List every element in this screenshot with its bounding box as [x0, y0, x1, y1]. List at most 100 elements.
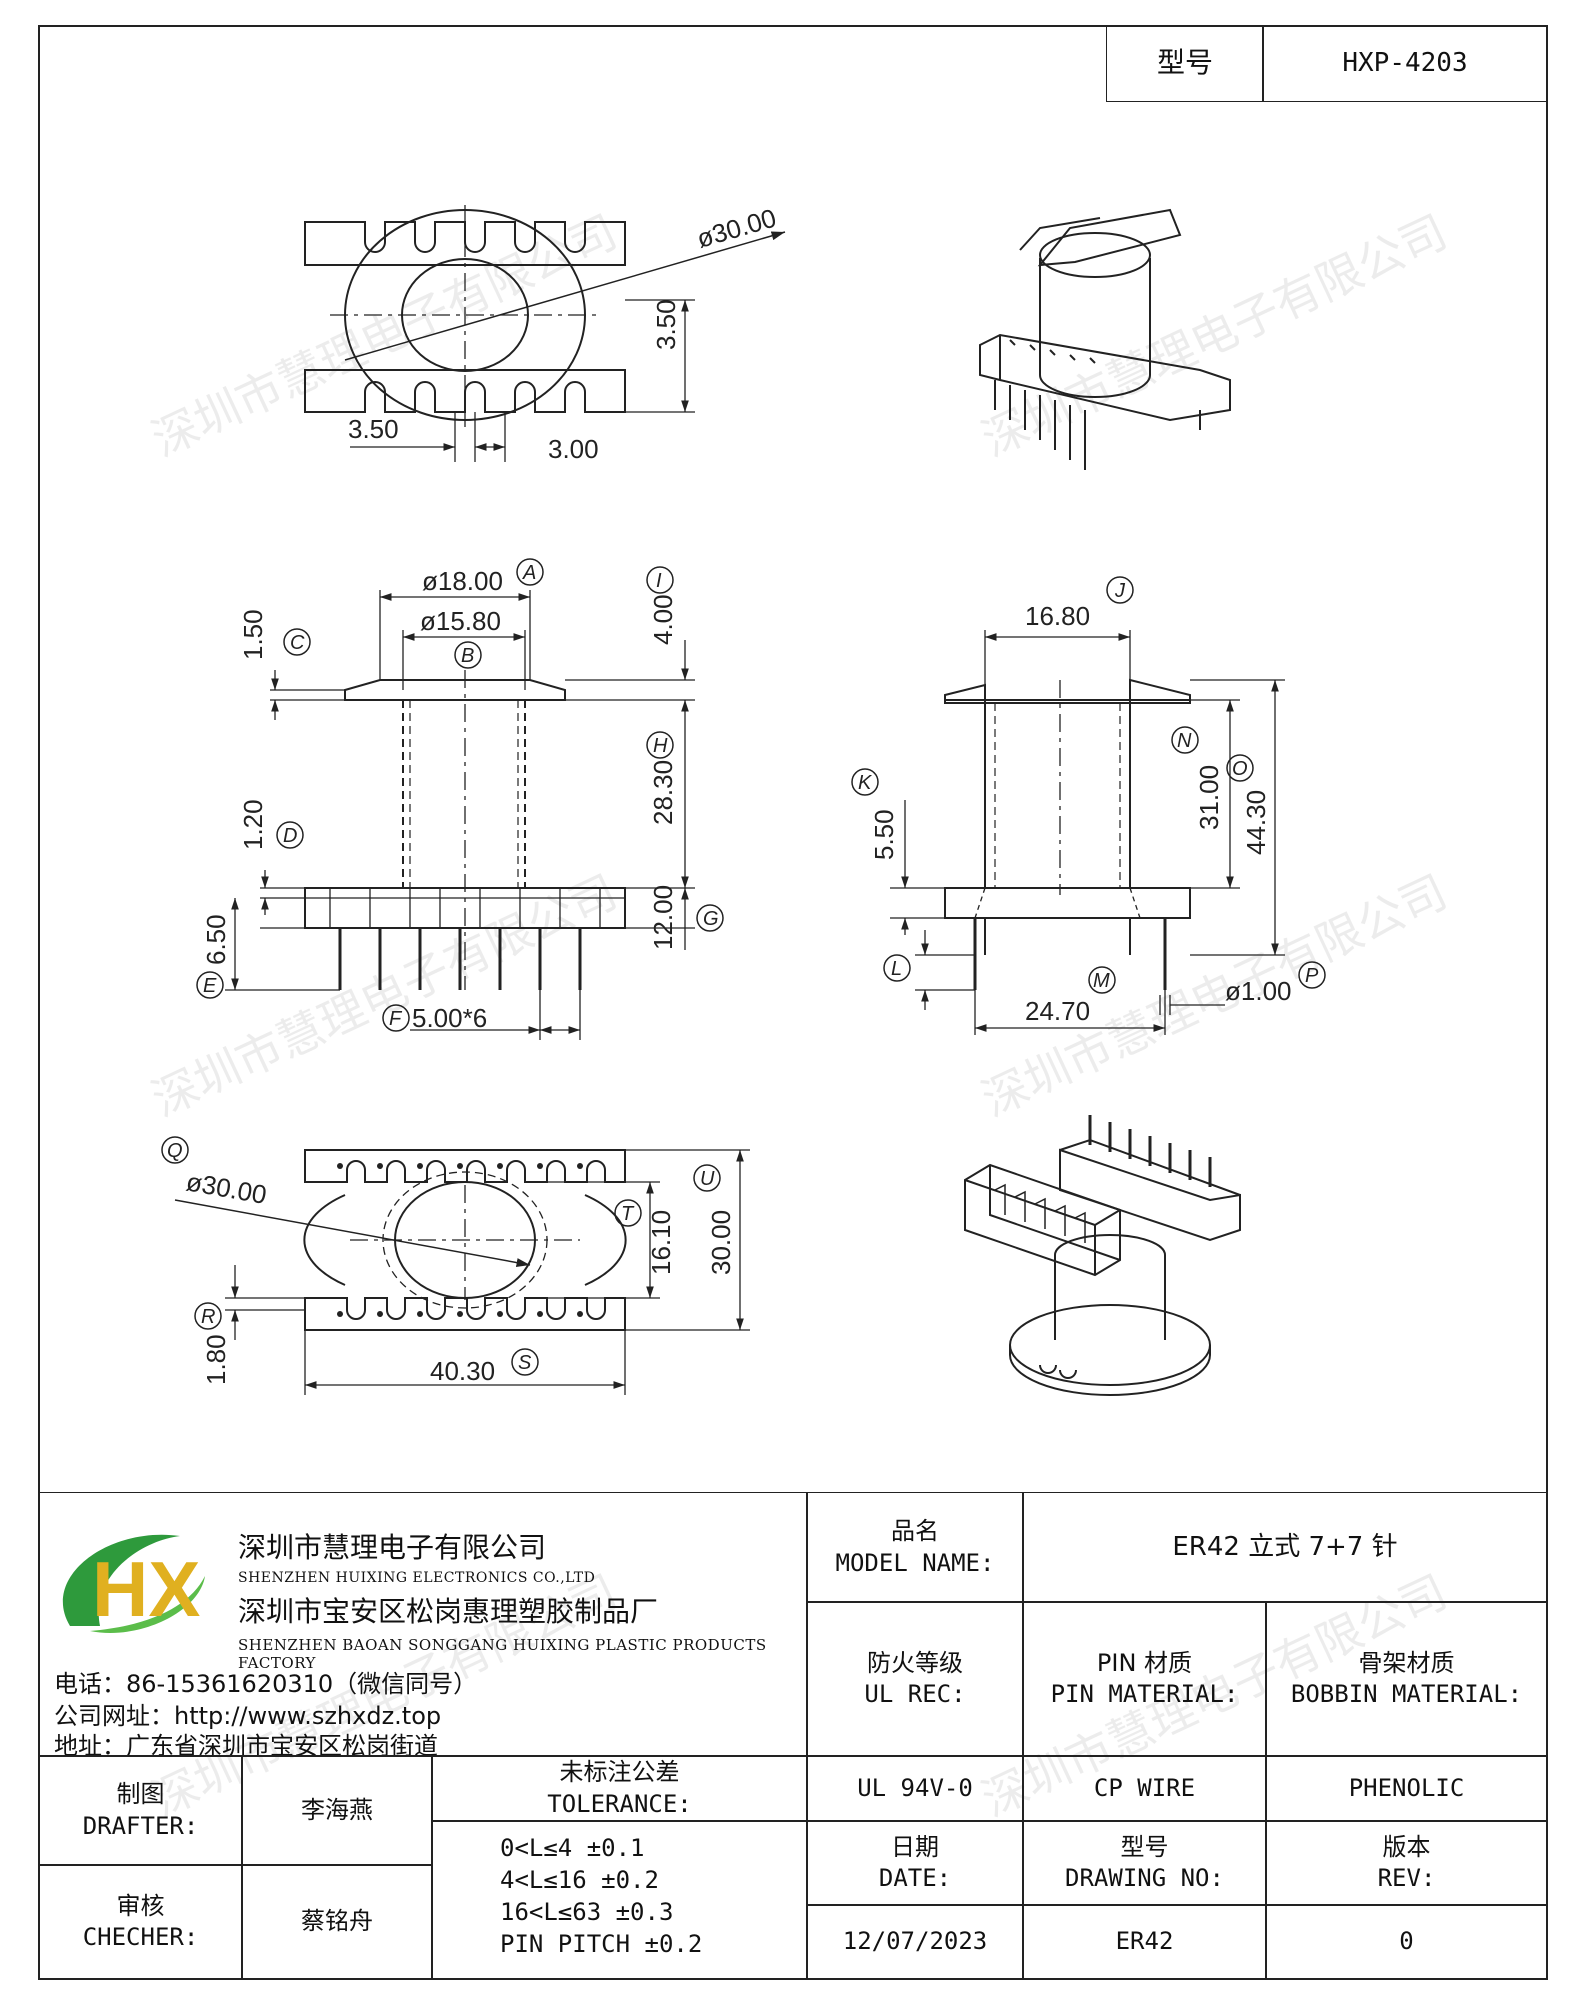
ul-value: UL 94V-0 [806, 1755, 1024, 1822]
bobbin-material-value: PHENOLIC [1265, 1755, 1548, 1822]
dim-n: 31.00 [1194, 765, 1224, 830]
company-name-en: SHENZHEN HUIXING ELECTRONICS CO.,LTD [238, 1570, 596, 1586]
svg-text:A: A [522, 562, 536, 584]
ref-p: P [1298, 961, 1326, 989]
checker-label: 审核 CHECHER: [38, 1864, 243, 1980]
ref-t: T [614, 1199, 642, 1227]
dim-f: 5.00*6 [412, 1003, 487, 1033]
ref-r: R [194, 1302, 222, 1330]
ref-c: C [283, 628, 311, 656]
svg-text:O: O [1232, 758, 1248, 780]
ref-o: O [1226, 754, 1254, 782]
company-website: 公司网址：http://www.szhxdz.top [54, 1702, 442, 1730]
svg-text:F: F [389, 1008, 403, 1030]
dim-p: ø1.00 [1225, 976, 1292, 1006]
tolerance-label: 未标注公差 TOLERANCE: [431, 1755, 808, 1822]
pin-material-value: CP WIRE [1022, 1755, 1267, 1822]
ref-e: E [196, 971, 224, 999]
ref-h: H [646, 731, 674, 759]
svg-text:L: L [891, 958, 902, 980]
dim-s: 40.30 [430, 1356, 495, 1386]
isometric-view-bottom [964, 1115, 1241, 1396]
tolerance-values: 0<L≤4 ±0.1 4<L≤16 ±0.2 16<L≤63 ±0.3 PIN … [500, 1834, 703, 1958]
header-model-value: HXP-4203 [1262, 25, 1548, 102]
ref-g: G [696, 904, 724, 932]
dim-m: 24.70 [1025, 996, 1090, 1026]
svg-text:I: I [656, 570, 662, 592]
model-name-label: 品名 MODEL NAME: [806, 1492, 1024, 1603]
svg-text:R: R [201, 1306, 215, 1328]
dim-i: 4.00 [648, 594, 678, 645]
dim-top-w1: 3.50 [348, 414, 399, 444]
dim-dia-b: ø15.80 [420, 606, 501, 636]
ref-m: M [1088, 966, 1116, 994]
tolerance-table-cell [431, 1820, 808, 1980]
ref-n: N [1171, 726, 1199, 754]
ref-f: F [382, 1004, 410, 1032]
svg-text:U: U [700, 1168, 715, 1190]
ref-d: D [276, 821, 304, 849]
svg-text:E: E [203, 975, 217, 997]
svg-text:K: K [858, 772, 873, 794]
ref-k: K [851, 768, 879, 796]
pin-material-label: PIN 材质 PIN MATERIAL: [1022, 1601, 1267, 1757]
dim-top-h: 3.50 [651, 299, 681, 350]
rev-label: 版本 REV: [1265, 1820, 1548, 1906]
svg-text:N: N [1177, 730, 1192, 752]
svg-text:Q: Q [167, 1140, 183, 1162]
date-label: 日期 DATE: [806, 1820, 1024, 1906]
dim-dia-a: ø18.00 [422, 566, 503, 596]
svg-text:G: G [703, 908, 719, 930]
factory-name-cn: 深圳市宝安区松岗惠理塑胶制品厂 [238, 1595, 659, 1628]
company-logo: HX [62, 1534, 205, 1633]
svg-text:C: C [290, 632, 305, 654]
ref-b: B [454, 641, 482, 669]
side-view [890, 630, 1285, 1035]
ref-j: J [1106, 576, 1134, 604]
dim-k: 5.50 [869, 809, 899, 860]
company-cell [38, 1492, 808, 1757]
svg-text:P: P [1305, 965, 1319, 987]
header-model-label: 型号 [1106, 25, 1264, 102]
dim-r: 1.80 [201, 1334, 231, 1385]
svg-text:D: D [283, 825, 297, 847]
company-info-block: HX 深圳市慧理电子有限公司 SHENZHEN HUIXING ELECTRON… [40, 1498, 805, 1760]
dim-j: 16.80 [1025, 601, 1090, 631]
checker-value: 蔡铭舟 [241, 1864, 433, 1980]
svg-text:J: J [1114, 580, 1126, 602]
dim-t: 16.10 [646, 1210, 676, 1275]
technical-drawing: ø30.00 3.50 3.50 3.00 ø18.00 ø15.80 1.50… [161, 203, 1326, 1396]
front-view [225, 590, 695, 1040]
svg-text:S: S [518, 1352, 532, 1374]
svg-text:HX: HX [92, 1545, 200, 1633]
rev-value: 0 [1265, 1904, 1548, 1980]
dim-u: 30.00 [706, 1210, 736, 1275]
model-name-value: ER42 立式 7+7 针 [1022, 1492, 1548, 1603]
isometric-view-top [979, 208, 1231, 470]
drawing-no-value: ER42 [1022, 1904, 1267, 1980]
drafter-value: 李海燕 [241, 1755, 433, 1866]
date-value: 12/07/2023 [806, 1904, 1024, 1980]
dim-top-w2: 3.00 [548, 434, 599, 464]
dim-o: 44.30 [1241, 790, 1271, 855]
dim-c: 1.50 [238, 609, 268, 660]
drafter-label: 制图 DRAFTER: [38, 1755, 243, 1866]
bobbin-material-label: 骨架材质 BOBBIN MATERIAL: [1265, 1601, 1548, 1757]
ul-label: 防火等级 UL REC: [806, 1601, 1024, 1757]
ref-q: Q [161, 1136, 189, 1164]
dim-e: 6.50 [201, 914, 231, 965]
dim-h: 28.30 [648, 760, 678, 825]
svg-text:B: B [461, 645, 474, 667]
bottom-view [174, 1149, 750, 1395]
top-view [304, 205, 786, 462]
dim-g: 12.00 [648, 885, 678, 950]
ref-s: S [511, 1348, 539, 1376]
ref-i: I [646, 566, 674, 594]
company-name-cn: 深圳市慧理电子有限公司 [238, 1531, 547, 1564]
company-phone: 电话：86-15361620310（微信同号） [54, 1670, 478, 1698]
ref-u: U [693, 1164, 721, 1192]
ref-a: A [516, 558, 544, 586]
ref-l: L [883, 954, 911, 982]
dim-d: 1.20 [238, 799, 268, 850]
drawing-no-label: 型号 DRAWING NO: [1022, 1820, 1267, 1906]
